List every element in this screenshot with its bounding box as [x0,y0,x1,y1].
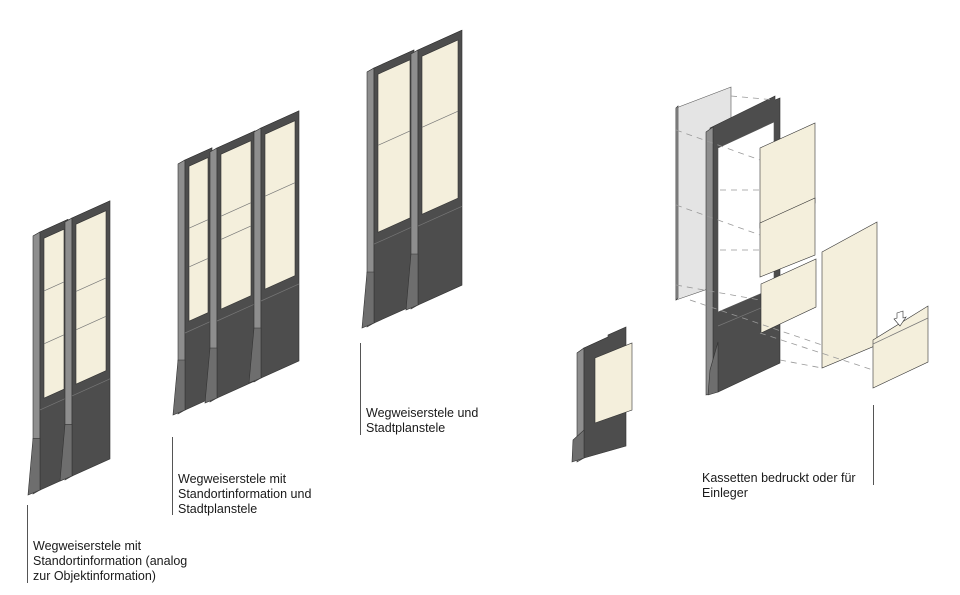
assembly-guide-line [689,299,823,346]
assembly-guide-line [675,129,761,161]
base-joint [373,225,415,245]
stele-foot-flare [361,271,375,329]
cassette-bottom [760,258,817,334]
cassette-middle [759,197,816,278]
insert-sheet [821,221,878,369]
insert-arrow-icon [893,310,907,327]
leader-line-group3 [360,343,361,435]
panel-divider [264,182,296,197]
base-joint [71,378,111,397]
base-joint [216,303,256,322]
exploded-stele-side [705,126,714,396]
assembly-guide-line [675,284,761,301]
exploded-stele-foot [707,341,719,396]
stele-info-panel [377,59,411,233]
stele-info-panel [421,39,459,215]
base-joint [417,205,463,227]
assembly-guide-line [730,95,776,101]
stele-foot-flare [27,438,41,496]
label-group2: Wegweiserstele mit Standortinformation u… [178,472,312,516]
leader-line-group2 [172,437,173,515]
panel-divider [421,110,459,128]
base-joint [39,397,69,411]
panel-divider [220,202,252,217]
stele-info-panel [75,210,107,385]
panel-divider [188,219,209,229]
stele-info-panel [220,140,252,310]
assembly-guide-line [779,359,823,369]
panel-divider [377,130,411,146]
base-joint [184,320,213,334]
panel-divider [43,334,65,345]
holder-slot [872,317,929,345]
stele-info-panel [188,157,209,322]
label-group3: Wegweiserstele und Stadtplanstele [366,406,479,435]
stele-foot-flare [172,359,186,416]
panel-divider [75,277,107,292]
stele-info-panel [264,120,296,290]
insert-holder-cassette [872,305,929,389]
label-group4: Kassetten bedruckt oder für Einleger [702,471,856,500]
stele-info-panel [43,228,65,399]
small-stele-panel [594,342,633,424]
label-group1: Wegweiserstele mit Standortinformation (… [33,539,188,583]
stele-foot-flare [248,327,262,384]
stele-foot-flare [405,253,419,311]
panel-divider [75,315,107,331]
small-stele-foot [571,429,585,463]
assembly-guide-line [759,332,874,371]
panel-divider [43,281,65,292]
stele-foot-flare [204,347,218,404]
cover-glass-edge [675,105,679,301]
leader-line-group4 [873,405,874,485]
panel-divider [220,225,252,240]
base-joint [260,283,300,302]
assembly-guide-line [675,204,761,236]
stele-foot-flare [59,424,73,482]
leader-line-group1 [27,505,28,583]
panel-divider [188,258,209,268]
